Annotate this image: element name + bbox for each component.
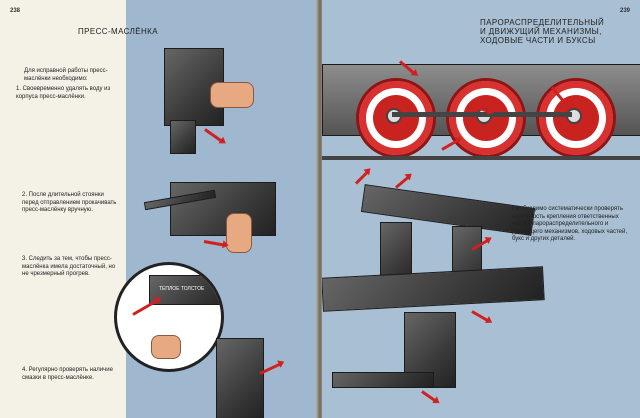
coupling-rod xyxy=(392,112,572,117)
press-oiler-illustration-2 xyxy=(170,182,276,236)
right-page: 239 ПАРОРАСПРЕДЕЛИТЕЛЬНЫЙ И ДВИЖУЩИЙ МЕХ… xyxy=(322,0,640,418)
instruction-item-4: 4. Регулярно проверять наличие смазки в … xyxy=(22,367,113,381)
intro-text: Для исправной работы пресс-маслёнки необ… xyxy=(24,68,108,82)
title-line-1: ПАРОРАСПРЕДЕЛИТЕЛЬНЫЙ xyxy=(480,18,605,27)
hand-illustration xyxy=(151,335,181,359)
oiler-label-plate: ТЕПЛОЕ ТОЛСТОЕ xyxy=(159,286,205,292)
instruction-item-1: 1. Своевременно удалять воду из корпуса … xyxy=(16,86,111,100)
book-gutter xyxy=(316,0,324,418)
title-line-3: ХОДОВЫЕ ЧАСТИ И БУКСЫ xyxy=(480,36,596,45)
left-text-column xyxy=(0,0,126,418)
instruction-item-2: 2. После длительной стоянки перед отправ… xyxy=(22,192,117,214)
instruction-item-3: 3. Следить за тем, чтобы пресс-маслёнка … xyxy=(22,256,116,278)
left-page: 238 ПРЕСС-МАСЛЁНКА Для исправной работы … xyxy=(0,0,318,418)
right-page-body: Необходимо систематически проверять надё… xyxy=(512,206,628,243)
rail-track xyxy=(322,156,640,160)
right-page-number: 239 xyxy=(619,8,630,14)
hand-illustration xyxy=(210,82,254,108)
red-arrow-icon xyxy=(132,299,158,316)
bottom-bar xyxy=(332,372,434,388)
left-page-number: 238 xyxy=(10,8,21,14)
left-page-title: ПРЕСС-МАСЛЁНКА xyxy=(78,27,158,36)
circle-inset-illustration: ТЕПЛОЕ ТОЛСТОЕ xyxy=(114,262,224,372)
hand-illustration xyxy=(226,213,252,253)
right-page-title: ПАРОРАСПРЕДЕЛИТЕЛЬНЫЙ И ДВИЖУЩИЙ МЕХАНИЗ… xyxy=(480,18,630,45)
press-oiler-illustration-4 xyxy=(216,338,264,418)
title-line-2: И ДВИЖУЩИЙ МЕХАНИЗМЫ, xyxy=(480,27,602,36)
oiler-drain-block xyxy=(170,120,196,154)
